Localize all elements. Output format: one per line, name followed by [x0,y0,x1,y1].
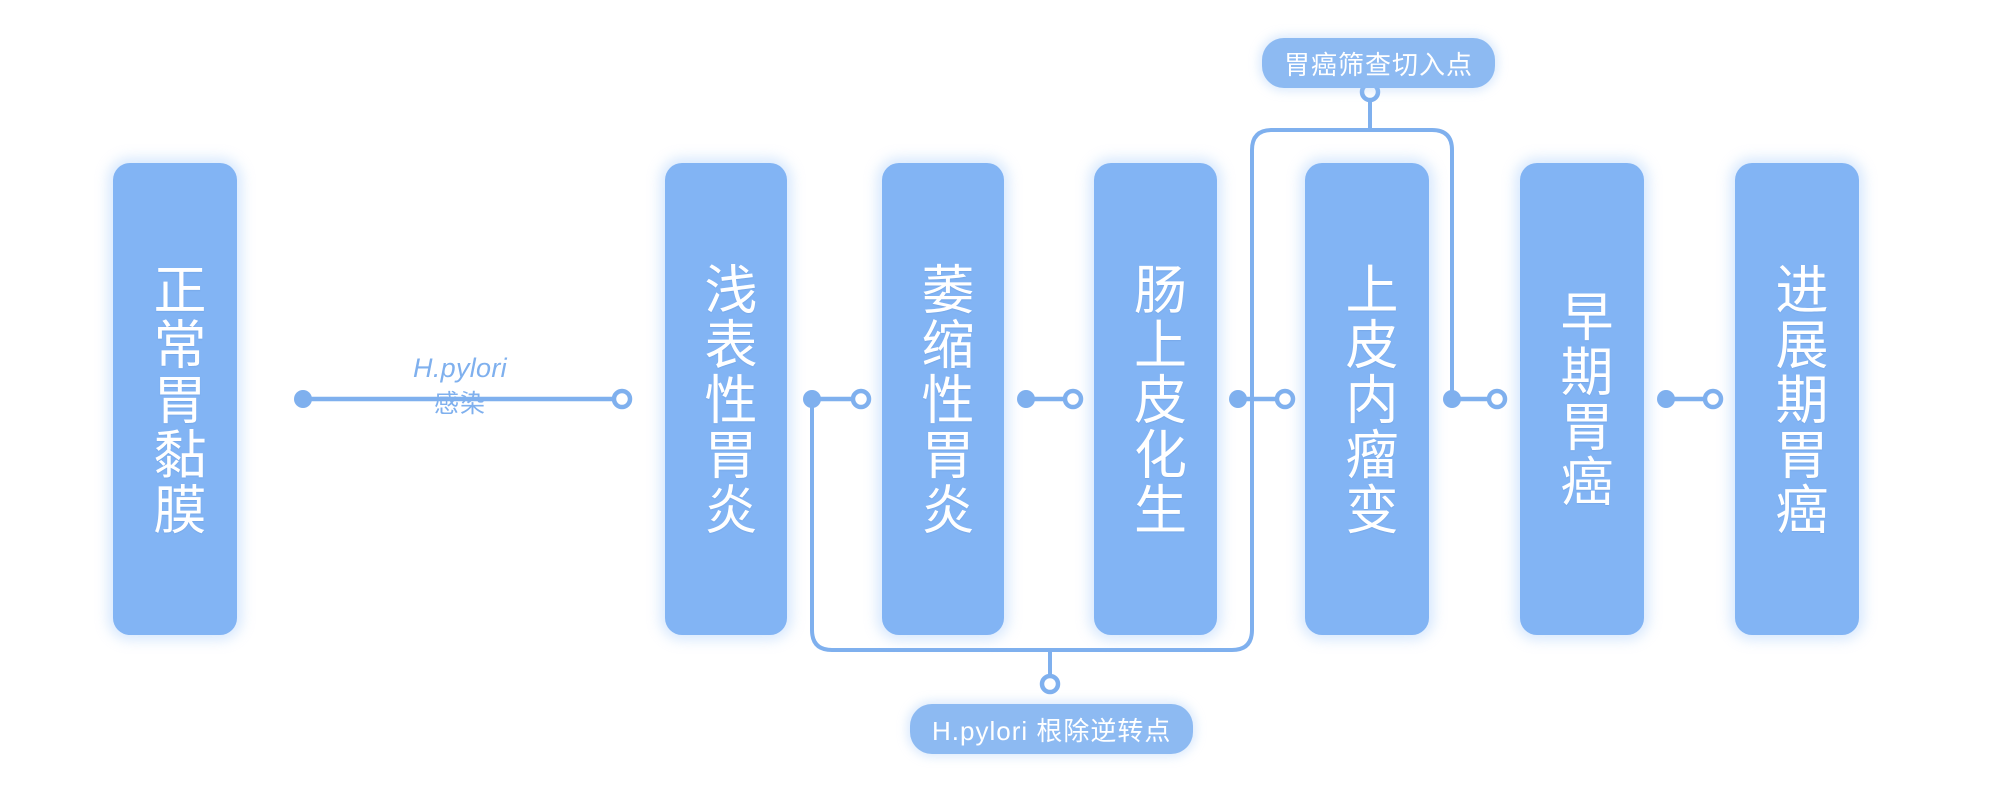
flow-node-5[interactable]: 上皮内瘤变 [1305,163,1429,635]
flow-node-label: 浅表性胃炎 [696,261,756,537]
annotation-badge-screening[interactable]: 胃癌筛查切入点 [1262,38,1496,88]
annotation-bottom-wire [810,397,1254,695]
annotation-badge-eradication[interactable]: H.pylori 根除逆转点 [910,704,1194,754]
flow-node-label: 萎缩性胃炎 [913,261,973,537]
edge-5-wire [1443,388,1508,410]
edge-2-wire [803,388,872,410]
flow-node-1[interactable]: 正常胃黏膜 [113,163,237,635]
flow-node-7[interactable]: 进展期胃癌 [1735,163,1859,635]
edge-6-wire [1657,388,1724,410]
edge-1-wire [294,388,633,410]
edge-3-wire [1017,388,1084,410]
flow-node-6[interactable]: 早期胃癌 [1520,163,1644,635]
flow-node-label: 上皮内瘤变 [1337,261,1397,537]
annotation-badge-label: 胃癌筛查切入点 [1284,49,1474,80]
flow-node-4[interactable]: 肠上皮化生 [1094,163,1217,635]
flow-node-3[interactable]: 萎缩性胃炎 [882,163,1004,635]
flow-node-2[interactable]: 浅表性胃炎 [665,163,787,635]
annotation-badge-label: H.pylori 根除逆转点 [932,715,1172,746]
annotation-top-wire [1250,81,1454,401]
flow-node-label: 早期胃癌 [1552,289,1612,509]
edge-4-wire [1229,388,1296,410]
flow-node-label: 肠上皮化生 [1126,261,1186,537]
flow-node-label: 正常胃黏膜 [145,261,205,537]
flow-node-label: 进展期胃癌 [1767,261,1827,537]
